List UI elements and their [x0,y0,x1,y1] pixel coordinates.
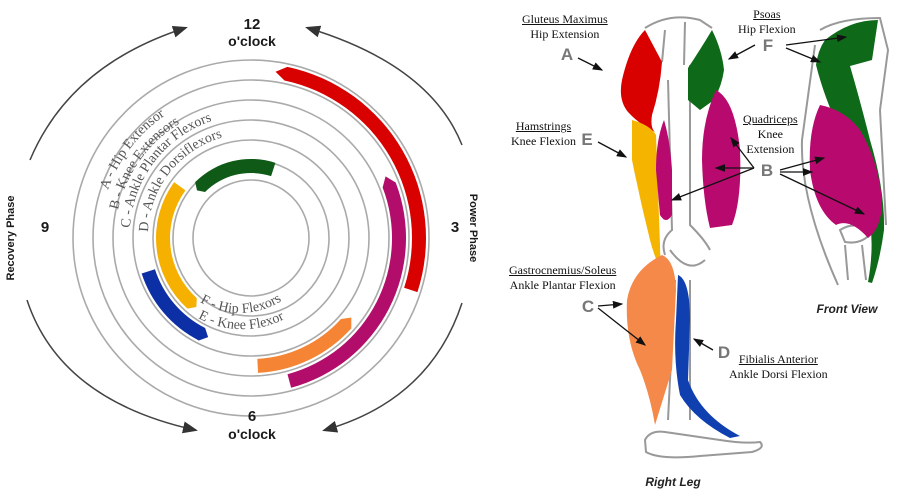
arrow-e [597,141,628,158]
caption-front-view: Front View [817,302,879,316]
ring-3 [112,99,390,377]
label-quadriceps: Quadriceps Knee Extension [743,112,798,157]
ring-1 [72,59,430,417]
label-hamstrings: Hamstrings Knee Flexion [511,119,576,149]
letter-d: D [718,343,730,362]
muscle-name: Gastrocnemius/Soleus [509,263,617,277]
label-gluteus-maximus: Gluteus Maximus Hip Extension [522,12,608,42]
arrow-b-1 [730,136,755,169]
ring-4 [132,119,370,357]
arrow-b-4 [779,156,826,171]
leg-anatomy-illustration: A E F B C D Right Leg Front View [561,16,890,489]
arrow-c-2 [597,307,647,346]
letter-c: C [582,297,594,316]
quadriceps-muscle-back [656,120,672,220]
power-arrow-top [305,25,463,146]
muscle-name: Fibialis Anterior [738,352,818,366]
label-gastrocnemius: Gastrocnemius/Soleus Ankle Plantar Flexi… [509,263,616,293]
tibialis-anterior-muscle [675,275,740,438]
gastrocnemius-muscle [626,255,676,425]
hamstrings-muscle [632,120,664,275]
muscle-action: Hip Extension [530,27,600,41]
muscle-name: Quadriceps [743,112,798,126]
letter-b: B [761,161,773,180]
clock-9-label: 9 [41,219,49,236]
clock-3-label: 3 [451,219,459,236]
arrow-d [692,338,714,351]
letter-a: A [561,45,573,64]
concentric-rings [72,59,430,417]
muscle-action-line2: Extension [746,142,795,156]
arc-a [275,66,426,293]
pedal-stroke-wheel: A - Hip Extensor B - Knee Extensors C - … [5,16,479,442]
muscle-action: Knee Flexion [511,134,576,148]
arrow-f-front-1 [785,34,848,46]
ring-7 [192,179,310,297]
psoas-muscle-side [688,30,724,110]
label-psoas: Psoas Hip Flexion [738,7,796,37]
power-phase-label: Power Phase [467,194,479,262]
recovery-arrow-top [29,25,188,161]
muscle-action: Ankle Dorsi Flexion [729,367,828,381]
letter-f: F [763,36,773,55]
recovery-arrow-bottom [26,299,198,434]
caption-right-leg: Right Leg [645,475,701,489]
arrow-b-3 [670,167,755,201]
arc-c [257,317,352,373]
letter-e: E [581,130,592,149]
recovery-phase-label: Recovery Phase [5,196,17,281]
muscle-action: Hip Flexion [738,22,796,36]
muscle-action: Ankle Plantar Flexion [509,278,616,292]
muscle-name: Gluteus Maximus [522,12,608,26]
quadriceps-muscle-frontview [809,105,882,238]
ring-2 [92,79,410,397]
gluteus-maximus-muscle [620,30,662,132]
muscle-action-line1: Knee [757,127,783,141]
arrow-f-front-2 [785,47,822,63]
arrow-a [577,57,604,71]
arrow-c-1 [597,300,624,309]
front-view-bones [800,16,890,286]
arc-d [141,269,209,341]
arrow-f-side [727,44,756,60]
muscle-name: Psoas [753,7,781,21]
power-arrow-bottom [322,302,463,433]
quadriceps-muscle-front [702,90,741,228]
muscle-name: Hamstrings [515,119,572,133]
label-tibialis-anterior: Fibialis Anterior Ankle Dorsi Flexion [729,352,828,382]
clock-6-sub: o'clock [228,426,276,442]
clock-12-label: 12 [244,16,261,33]
clock-6-label: 6 [248,408,256,425]
ring-5 [152,139,350,337]
muscle-activity-arcs [141,66,426,388]
clock-12-sub: o'clock [228,33,276,49]
arc-f [195,158,276,193]
arrow-b-6 [779,173,866,215]
arc-b [287,176,406,388]
arc-e [156,182,197,309]
